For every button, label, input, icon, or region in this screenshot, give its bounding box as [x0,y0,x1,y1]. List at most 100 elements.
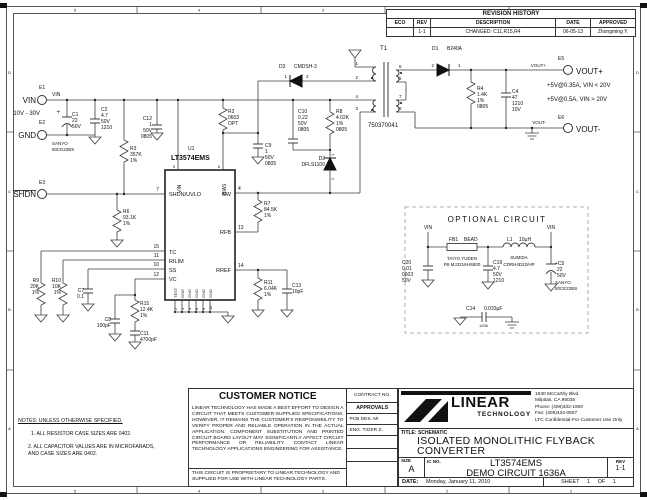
schematic-label: OPTIONAL CIRCUIT [448,215,547,224]
schematic-label: +C5 [555,261,565,267]
schematic-label: BEAD [464,237,478,243]
rev-label: REV [615,459,626,464]
schematic-label: 3 [322,489,325,494]
schematic-label: SANYO [52,141,68,146]
grounds [34,49,558,350]
linear-technology-logo: LINEAR TECHNOLOGY [399,389,535,428]
rev-col-date: DATE [556,19,591,27]
schematic-label: D3 [279,64,286,70]
schematic-label: 5 [74,8,77,13]
schematic-label: 9 [201,307,206,310]
schematic-label: 4 [238,186,241,192]
schematic-label: 1% [264,292,272,298]
schematic-label: 84.5K [264,207,278,213]
schematic-label: 6 [399,64,402,69]
schematic-label: 50V [101,119,111,125]
schematic-label: 0.22 [298,115,308,121]
contract-column: CONTRACT NO. APPROVALS PCB DES. MI ENG. … [346,389,397,486]
schematic-label: VOUT+ [576,67,603,76]
rev-col-approved: APPROVED [598,20,628,26]
schematic-label: 5 [399,76,402,81]
schematic-label: 1 [355,61,358,66]
schematic-label: CDRH4D22/HP [503,262,534,267]
schematic-label: VIN [547,225,556,231]
customer-notice-body: LINEAR TECHNOLOGY HAS MADE A BEST EFFORT… [192,406,344,453]
schematic-label: 8 [399,106,402,111]
lt-logo-icon [404,399,448,422]
schematic-label: 50V [493,272,503,278]
schematic-label: GND [194,289,199,298]
schematic-label: 1.4K [477,92,488,98]
schematic-label: R6 [123,209,130,215]
schematic-label: CMDSH-3 [294,64,317,70]
address-line: Milpitas, CA 95035 [535,398,575,404]
demo-circuit-number: DEMO CIRCUIT 1636A [466,468,566,479]
schematic-label: 0603 [402,272,413,278]
schematic-label: LT3574EMS [171,155,210,162]
schematic-label: 100pF [97,323,111,329]
schematic-label: 3 [322,8,325,13]
schematic-label: SANYO [555,280,571,285]
notes-heading: NOTES: UNLESS OTHERWISE SPECIFIED, [18,418,123,424]
transformer-core [383,62,389,117]
schematic-label: 750370041 [368,123,399,129]
schematic-label: E5 [558,56,564,62]
schematic-label: D [636,70,639,75]
logo-bar [401,391,531,395]
schematic-label: B240A [447,46,463,52]
schematic-label: 50CE22BS [52,147,74,152]
schematic-label: 1% [477,98,485,104]
contract-empty-row [347,436,397,449]
schematic-label: C20 [402,260,411,266]
schematic-label: E1 [39,85,45,91]
print-mark [640,3,647,8]
schematic-label: C14 [466,306,475,312]
schematic-label: 22 [72,118,78,124]
schematic-label: 2 [355,75,358,80]
schematic-label: 1 [570,489,573,494]
rev-date: 06-05-13 [556,28,591,36]
schematic-label: SS [169,268,177,274]
schematic-label: C2 [101,107,108,113]
terminal-e1 [37,95,47,105]
schematic-label: VIN [424,225,433,231]
schematic-label: DFLS1100 [301,162,325,168]
rev-approved: Zhongming Y. [597,29,629,35]
schematic-label: D1 [432,46,439,52]
schematic-label: 6 [218,164,221,169]
print-mark [0,3,7,8]
transformer [371,62,402,117]
schematic-label: R8 [336,109,343,115]
eng-row: ENG. TIGER Z. [347,425,397,436]
schematic-label: 0805 [477,104,488,110]
schematic-label: SW [222,192,232,198]
schematic-label: FB MJ3216HS800 [444,262,481,267]
schematic-label: C19 [493,260,502,266]
ic-no-cell: IC NO. LT3574EMS DEMO CIRCUIT 1636A [425,458,608,479]
schematic-label: 16 [208,305,213,310]
schematic-label: 50V [557,273,567,279]
schematic-label: 0805 [141,134,152,140]
schematic-label: 2 [173,307,178,310]
terminal-e6 [563,123,573,133]
schematic-label: 1% [140,313,148,319]
rev-eco [387,28,414,36]
schematic-label: 13 [238,225,244,231]
schematic-label: VOUT- [576,125,601,134]
rev-rev: 1-1 [414,28,431,36]
schematic-label: C [636,189,639,194]
schematic-label: FB1 [449,237,458,243]
schematic-label: +5V@0.35A, VIN < 20V [547,83,610,89]
schematic-label: VIN [23,96,37,105]
schematic-label: GND [187,289,192,298]
schematic-label: C4 [512,89,519,95]
address-line: 1630 McCarthy Blvd. [535,392,580,397]
schematic-label: R2 [228,109,235,115]
schematic-label: GND [18,131,36,140]
contract-empty-row [347,449,397,462]
schematic-label: 1% [130,158,138,164]
schematic-label: TEST [173,287,178,298]
customer-notice-footer: THIS CIRCUIT IS PROPRIETARY TO LINEAR TE… [189,468,347,486]
schematic-label: B [8,307,11,312]
